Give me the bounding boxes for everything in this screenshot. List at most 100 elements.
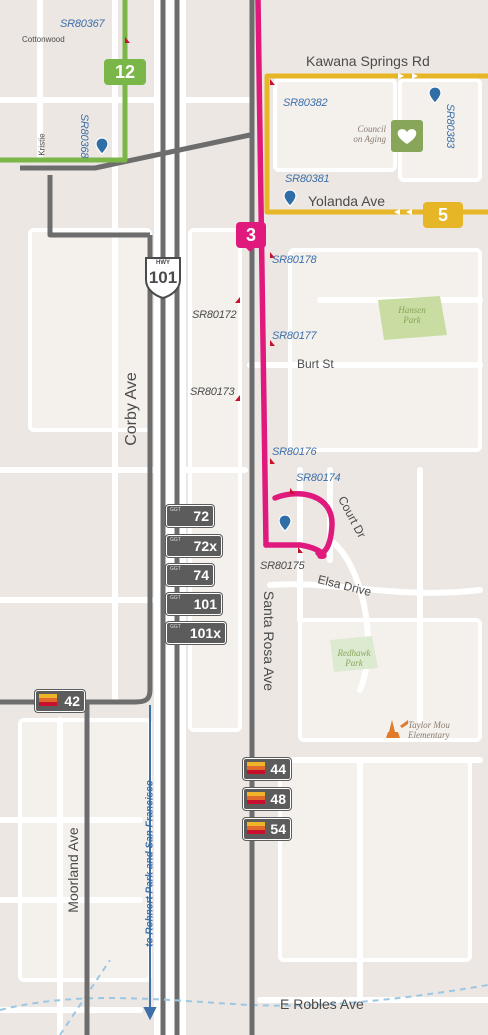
route-5-badge[interactable]: 5 bbox=[423, 202, 463, 228]
highway-shield-label: HWY bbox=[156, 260, 170, 266]
sct-route-54-badge[interactable]: 54 bbox=[243, 818, 291, 840]
sct-flag-icon bbox=[247, 822, 265, 836]
stop-label-sr80177[interactable]: SR80177 bbox=[272, 330, 317, 342]
redhawk-park-label: Redhawk Park bbox=[326, 648, 382, 668]
creek-dashed-line bbox=[0, 984, 488, 1011]
block bbox=[188, 228, 242, 732]
direction-arrow bbox=[412, 73, 418, 79]
block bbox=[298, 618, 482, 742]
sct-route-number: 42 bbox=[64, 693, 80, 709]
stop-label-sr80178[interactable]: SR80178 bbox=[272, 254, 317, 266]
hansen-label-line1: Hansen bbox=[398, 305, 426, 315]
route-3-line bbox=[263, 542, 327, 559]
stop-flag-icon bbox=[298, 547, 303, 553]
sct-route-number: 44 bbox=[270, 761, 286, 777]
ggt-label: GGT bbox=[170, 624, 181, 630]
ggt-route-101x-badge[interactable]: GGT 101x bbox=[166, 622, 226, 644]
us-highway-shield-icon bbox=[145, 257, 181, 300]
sct-flag-icon bbox=[247, 792, 265, 806]
stop-label-sr80383[interactable]: SR80383 bbox=[444, 103, 457, 149]
stop-flag-icon bbox=[125, 37, 130, 43]
route-5-line bbox=[264, 73, 488, 215]
ggt-route-number: 74 bbox=[193, 567, 209, 583]
ggt-route-72-badge[interactable]: GGT 72 bbox=[166, 505, 214, 527]
sct-route-48-badge[interactable]: 48 bbox=[243, 788, 291, 810]
route-12-badge[interactable]: 12 bbox=[104, 59, 146, 85]
route-12-line bbox=[0, 0, 128, 163]
ggt-label: GGT bbox=[170, 537, 181, 543]
stop-flag-icon bbox=[290, 488, 295, 494]
route-3-loop bbox=[272, 491, 335, 556]
redhawk-label-line1: Redhawk bbox=[337, 648, 371, 658]
sct-route-number: 48 bbox=[270, 791, 286, 807]
stop-label-sr80381[interactable]: SR80381 bbox=[285, 173, 330, 185]
regional-line bbox=[47, 175, 150, 238]
sct-route-42-badge[interactable]: 42 bbox=[35, 690, 85, 712]
map-pin-icon bbox=[95, 137, 109, 155]
stop-label-sr80172[interactable]: SR80172 bbox=[192, 309, 237, 321]
block bbox=[288, 248, 482, 452]
stop-label-sr80175[interactable]: SR80175 bbox=[260, 560, 305, 572]
taylor-label-line1: Taylor Mou bbox=[408, 720, 450, 730]
street-label-yolanda-ave: Yolanda Ave bbox=[308, 193, 386, 209]
street-label-moorland-ave: Moorland Ave bbox=[65, 827, 81, 913]
route-3-line bbox=[255, 0, 269, 548]
taylor-label-line2: Elementary bbox=[408, 730, 450, 740]
sct-flag-icon bbox=[39, 694, 57, 708]
ggt-route-74-badge[interactable]: GGT 74 bbox=[166, 564, 214, 586]
stop-label-sr80367[interactable]: SR80367 bbox=[60, 18, 105, 30]
map-pin-icon bbox=[278, 514, 292, 532]
ggt-route-number: 72 bbox=[193, 508, 209, 524]
stop-label-sr80173[interactable]: SR80173 bbox=[190, 386, 235, 398]
stop-flag-icon bbox=[235, 297, 240, 303]
street-label-corby-ave: Corby Ave bbox=[123, 372, 140, 446]
council-on-aging-label: Council on Aging bbox=[340, 124, 386, 144]
stop-label-sr80382[interactable]: SR80382 bbox=[283, 97, 328, 109]
street-elsa bbox=[267, 581, 483, 596]
street-label-kawana-springs-rd: Kawana Springs Rd bbox=[306, 53, 430, 69]
ggt-route-number: 101 bbox=[193, 596, 217, 612]
street bbox=[327, 537, 372, 693]
sct-flag-icon bbox=[247, 762, 265, 776]
hansen-label-line2: Park bbox=[403, 315, 421, 325]
taylor-mountain-elementary-label: Taylor Mou Elementary bbox=[408, 720, 450, 740]
direction-arrow bbox=[398, 73, 404, 79]
sct-route-number: 54 bbox=[270, 821, 286, 837]
street-label-kristie: Kristie bbox=[37, 133, 47, 156]
route-3-badge[interactable]: 3 bbox=[236, 222, 266, 248]
direction-arrow bbox=[406, 209, 412, 215]
ggt-label: GGT bbox=[170, 595, 181, 601]
ggt-route-101-badge[interactable]: GGT 101 bbox=[166, 593, 222, 615]
direction-arrow bbox=[394, 209, 400, 215]
street-label-cottonwood: Cottonwood bbox=[22, 35, 65, 44]
ggt-label: GGT bbox=[170, 507, 181, 513]
hansen-park-label: Hansen Park bbox=[384, 305, 440, 325]
block bbox=[278, 758, 472, 962]
stop-flag-icon bbox=[270, 79, 275, 85]
stop-flag-icon bbox=[235, 395, 240, 401]
street-label-e-robles-ave: E Robles Ave bbox=[280, 996, 364, 1012]
stop-flag-icon bbox=[270, 458, 275, 464]
stop-flag-icon bbox=[270, 252, 275, 258]
council-label-line1: Council bbox=[357, 124, 387, 134]
heart-shape bbox=[397, 129, 417, 144]
arrow-down-icon bbox=[143, 1007, 157, 1021]
direction-note: to Rohnert Park and San Francisco bbox=[144, 780, 156, 947]
hansen-park-area bbox=[378, 296, 447, 340]
stop-label-sr80176[interactable]: SR80176 bbox=[272, 446, 317, 458]
regional-line bbox=[0, 235, 153, 705]
stop-label-sr80174[interactable]: SR80174 bbox=[296, 472, 341, 484]
sct-route-44-badge[interactable]: 44 bbox=[243, 758, 291, 780]
street-label-burt-st: Burt St bbox=[297, 357, 334, 371]
ggt-label: GGT bbox=[170, 566, 181, 572]
council-label-line2: on Aging bbox=[353, 134, 386, 144]
map-pin-icon bbox=[283, 189, 297, 207]
ggt-route-number: 101x bbox=[189, 625, 221, 641]
stop-label-sr80368[interactable]: SR80368 bbox=[78, 113, 91, 159]
highway-shield-number: 101 bbox=[148, 268, 178, 287]
school-bell-icon bbox=[386, 720, 408, 738]
redhawk-label-line2: Park bbox=[345, 658, 363, 668]
